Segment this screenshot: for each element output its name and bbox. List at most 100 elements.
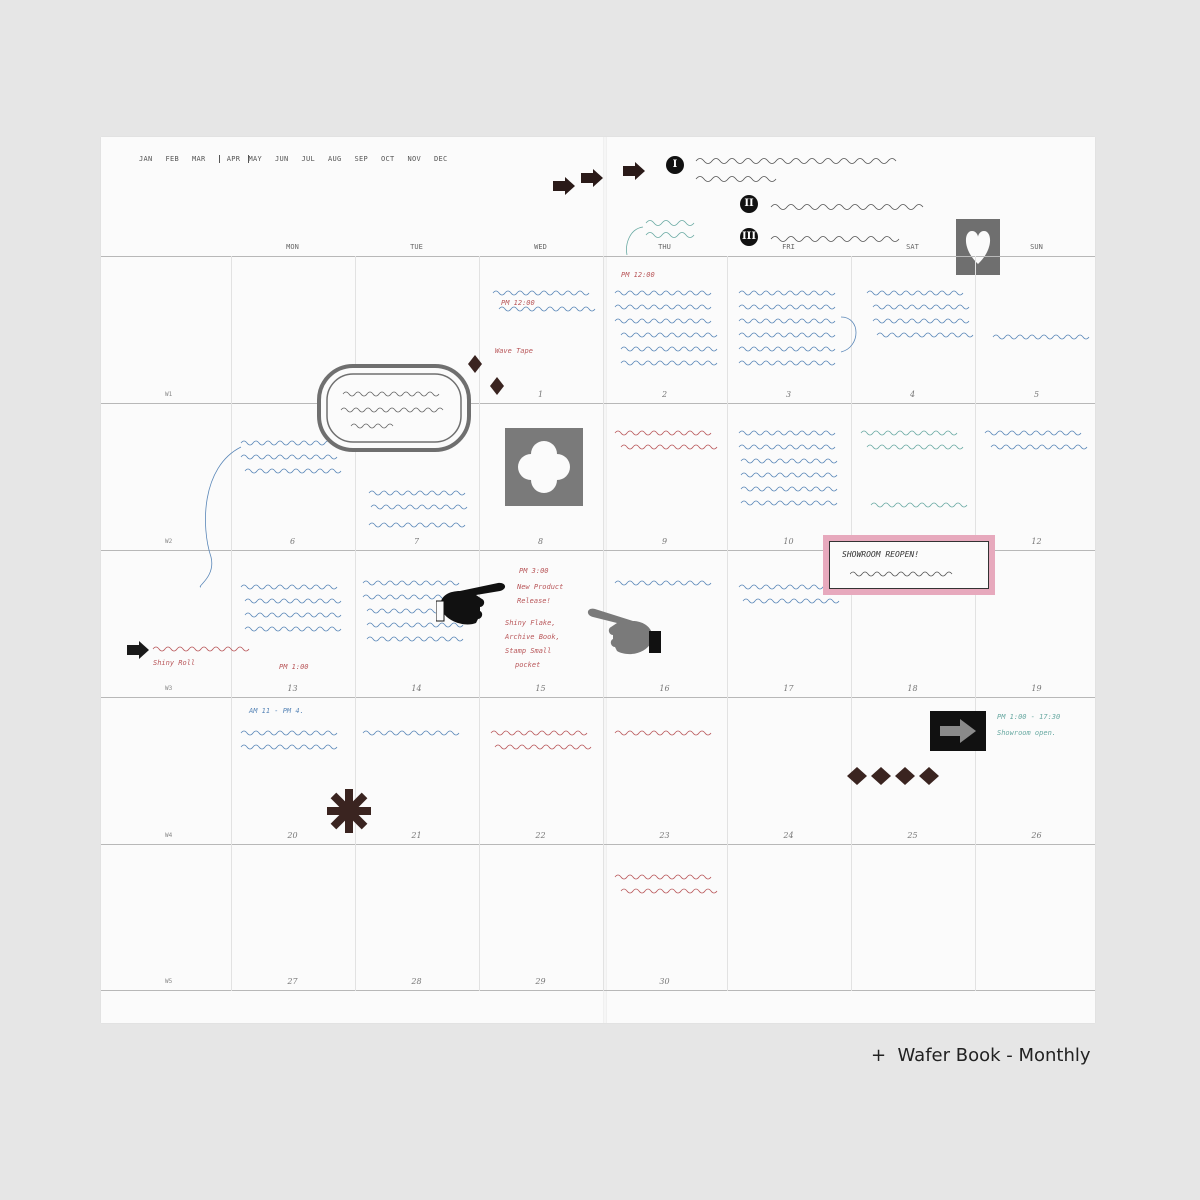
weekday-label: FRI (782, 243, 795, 251)
calendar-grid: W1 W2 W3 W4 W5 1 2 3 4 5 6 7 8 9 10 12 1… (101, 256, 1095, 991)
day-number: 8 (537, 537, 544, 546)
showroom-sticker: SHOWROOM REOPEN! (823, 535, 995, 595)
note-release-title: New Product (517, 583, 564, 591)
day-divider (603, 256, 604, 991)
week-divider (101, 844, 1095, 845)
month-label: AUG (328, 155, 342, 163)
day-number: 1 (537, 390, 544, 399)
day-number: 29 (535, 977, 546, 986)
day-divider (851, 256, 852, 991)
diamond-icon (847, 767, 939, 785)
planner-page: JAN FEB MAR APR MAY JUN JUL AUG SEP OCT … (101, 137, 1095, 1023)
week-label: W1 (165, 391, 173, 398)
roman-numeral-marker: I (666, 156, 684, 174)
day-number: 23 (659, 831, 670, 840)
note-release-item: Shiny Flake, (505, 619, 556, 627)
month-label: NOV (407, 155, 422, 163)
note-wed-1-time: PM 12:00 (501, 299, 535, 307)
day-divider (727, 256, 728, 991)
week-divider (101, 256, 1095, 257)
day-number: 5 (1033, 390, 1040, 399)
day-number: 18 (907, 684, 918, 693)
weekday-header: MON TUE WED THU FRI SAT SUN (231, 243, 1095, 255)
clover-icon (505, 428, 583, 506)
day-number: 14 (411, 684, 422, 693)
day-divider (479, 256, 480, 991)
note-release-time: PM 3:00 (519, 567, 549, 575)
day-number: 10 (783, 537, 794, 546)
note-thu-1-time: PM 12:00 (621, 271, 655, 279)
month-label: DEC (434, 155, 448, 163)
note-wed-1-tape: Wave Tape (495, 347, 533, 355)
heart-icon (956, 219, 1000, 275)
arrow-right-icon (930, 711, 986, 751)
day-number: 21 (411, 831, 422, 840)
month-label: JUN (275, 155, 289, 163)
day-number: 17 (783, 684, 794, 693)
month-label: OCT (381, 155, 395, 163)
asterisk-icon (327, 789, 371, 833)
weekday-label: SUN (1030, 243, 1043, 251)
weekday-label: THU (658, 243, 671, 251)
month-label: MAY (248, 155, 263, 163)
day-number: 4 (909, 390, 916, 399)
day-number: 26 (1031, 831, 1042, 840)
showroom-sticker-text: SHOWROOM REOPEN! (842, 550, 920, 559)
pointing-hand-icon (587, 608, 661, 655)
diamond-icon (468, 355, 504, 395)
note-release-item: pocket (515, 661, 541, 669)
week-label: W2 (165, 538, 173, 545)
week-divider (101, 697, 1095, 698)
day-number: 25 (907, 831, 918, 840)
day-number: 7 (413, 537, 420, 546)
week-label: W4 (165, 832, 173, 839)
month-label: JAN (139, 155, 153, 163)
week-divider (101, 990, 1095, 991)
day-number: 20 (287, 831, 298, 840)
day-number: 30 (659, 977, 670, 986)
book-spine (603, 137, 607, 1023)
day-number: 2 (661, 390, 668, 399)
note-mon-time: PM 1:00 (279, 663, 309, 671)
day-divider (231, 256, 232, 991)
weekday-label: WED (534, 243, 547, 251)
month-label: FEB (165, 155, 180, 163)
weekday-label: TUE (410, 243, 423, 251)
day-number: 16 (659, 684, 670, 693)
month-label-active: APR (218, 155, 249, 163)
note-release-item: Stamp Small (505, 647, 552, 655)
day-number: 12 (1031, 537, 1042, 546)
note-release-text: Release! (517, 597, 551, 605)
day-number: 28 (411, 977, 422, 986)
handwriting-scribble (626, 220, 695, 255)
week-label: W3 (165, 685, 173, 692)
day-number: 13 (287, 684, 298, 693)
day-number: 24 (783, 831, 794, 840)
pointing-hand-icon (436, 582, 506, 625)
day-number: 22 (535, 831, 546, 840)
day-number: 15 (535, 684, 546, 693)
product-caption: + Wafer Book - Monthly (871, 1045, 1091, 1066)
day-number: 27 (287, 977, 298, 986)
arrow-right-icon (553, 177, 575, 195)
arrow-right-icon (581, 169, 603, 187)
day-divider (975, 256, 976, 991)
day-number: 19 (1031, 684, 1042, 693)
arrow-right-icon (127, 641, 149, 659)
week-divider (101, 403, 1095, 404)
weekday-label: MON (286, 243, 299, 251)
day-divider (355, 256, 356, 991)
week-label: W5 (165, 978, 173, 985)
month-label: SEP (354, 155, 369, 163)
month-label: JUL (301, 155, 316, 163)
handwriting-scribble (695, 158, 924, 242)
day-number: 3 (785, 390, 792, 399)
note-showroom-time: PM 1:00 - 17:30 (997, 713, 1061, 721)
day-number: 6 (289, 537, 296, 546)
week-divider (101, 550, 1095, 551)
month-label: MAR (192, 155, 206, 163)
note-release-item: Archive Book, (505, 633, 560, 641)
arrow-right-icon (623, 162, 645, 180)
day-number: 9 (661, 537, 668, 546)
month-strip: JAN FEB MAR APR MAY JUN JUL AUG SEP OCT … (139, 155, 461, 163)
